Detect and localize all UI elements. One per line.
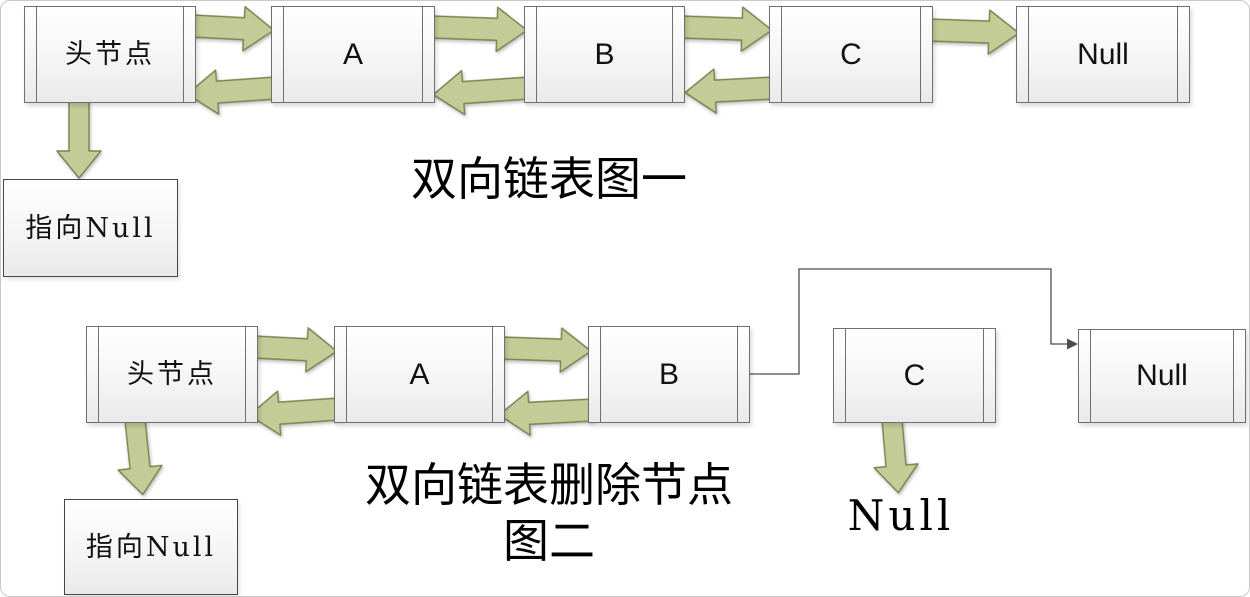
- prev-pointer-cell-divider: [98, 327, 99, 422]
- node-label: 头节点: [65, 39, 155, 70]
- list-node-a1: A: [271, 6, 435, 103]
- figure1-title: 双向链表图一: [411, 152, 687, 206]
- list-node-a2: A: [334, 326, 505, 423]
- next-pointer-cell-divider: [1233, 330, 1234, 422]
- edge-b1-c1-next: [679, 6, 773, 52]
- next-pointer-cell-divider: [920, 7, 921, 102]
- list-node-c1: C: [769, 6, 933, 103]
- next-pointer-cell-divider: [183, 7, 184, 102]
- node-label: 头节点: [127, 359, 217, 390]
- edge-head2-a2-next: [252, 327, 338, 373]
- edge-b1-a1-prev: [432, 69, 531, 116]
- prev-pointer-cell-divider: [283, 7, 284, 102]
- node-label: Null: [1136, 359, 1188, 392]
- prev-pointer-cell-divider: [346, 327, 347, 422]
- figure2-null-text: Null: [847, 491, 955, 540]
- list-node-b2: B: [588, 326, 750, 423]
- prev-pointer-cell-divider: [536, 7, 537, 102]
- note-box-pnull2: 指向Null: [64, 499, 238, 595]
- next-pointer-cell-divider: [422, 7, 423, 102]
- edge-head1-a1-next: [190, 6, 275, 52]
- edge-a2-b2-next: [499, 327, 592, 373]
- edge-head1-pnull1-prev: [56, 99, 102, 179]
- prev-pointer-cell-divider: [781, 7, 782, 102]
- figure2-title: 双向链表删除节点 图二: [329, 457, 769, 569]
- edge-c1-b1-prev: [684, 68, 776, 114]
- edge-b2-null2-next-arrowhead: [1067, 338, 1078, 350]
- figure2-title-line1: 双向链表删除节点: [365, 458, 733, 512]
- node-label: B: [658, 357, 679, 391]
- note-box-pnull1: 指向Null: [3, 179, 178, 277]
- node-label: A: [409, 357, 430, 391]
- node-label: 指向Null: [85, 531, 217, 563]
- edge-c1-null1-next: [927, 9, 1020, 55]
- list-node-null1: Null: [1016, 6, 1190, 103]
- list-node-head1: 头节点: [24, 6, 196, 103]
- list-node-head2: 头节点: [86, 326, 258, 423]
- edge-a1-head1-prev: [186, 69, 278, 115]
- prev-pointer-cell-divider: [1090, 330, 1091, 422]
- prev-pointer-cell-divider: [845, 329, 846, 422]
- next-pointer-cell-divider: [737, 327, 738, 422]
- figure2-title-line2: 图二: [503, 514, 595, 568]
- node-label: B: [594, 37, 615, 71]
- edge-a2-head2-prev: [248, 390, 341, 436]
- node-label: A: [342, 37, 363, 71]
- next-pointer-cell-divider: [492, 327, 493, 422]
- next-pointer-cell-divider: [1177, 7, 1178, 102]
- edge-head2-pnull2-prev: [117, 418, 163, 496]
- node-label: C: [840, 37, 862, 71]
- node-label: Null: [1077, 37, 1129, 71]
- edge-a1-b1-next: [429, 6, 528, 52]
- edge-c2-null_label-next: [873, 418, 919, 494]
- prev-pointer-cell-divider: [600, 327, 601, 422]
- next-pointer-cell-divider: [245, 327, 246, 422]
- next-pointer-cell-divider: [672, 7, 673, 102]
- prev-pointer-cell-divider: [36, 7, 37, 102]
- list-node-c2: C: [833, 328, 996, 423]
- node-label: 指向Null: [25, 212, 156, 244]
- edge-b2-a2-prev: [498, 390, 595, 437]
- node-label: C: [903, 358, 926, 392]
- next-pointer-cell-divider: [983, 329, 984, 422]
- list-node-null2: Null: [1078, 329, 1246, 423]
- prev-pointer-cell-divider: [1028, 7, 1029, 102]
- list-node-b1: B: [524, 6, 685, 103]
